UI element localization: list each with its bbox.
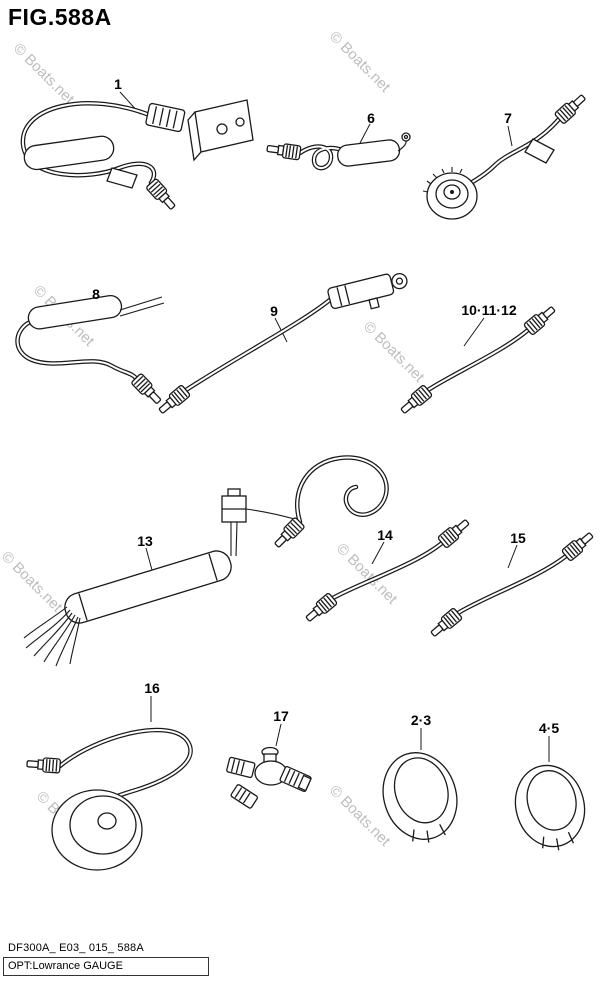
part-10-11-12-drawing [397, 302, 559, 418]
ferrite-sleeve [337, 139, 401, 167]
cable-connector [427, 606, 464, 641]
cable-tag [524, 138, 555, 164]
part-label-7: 7 [504, 110, 512, 126]
part-label-4-5: 4·5 [538, 720, 560, 736]
harness-body [64, 550, 232, 624]
cable-tag [106, 167, 138, 189]
cable-connector [436, 515, 473, 550]
part-label-13: 13 [137, 533, 153, 549]
cable-connector [397, 383, 434, 418]
part-label-15: 15 [510, 530, 526, 546]
part-label-2-3: 2·3 [410, 712, 432, 728]
cable-connector [155, 383, 192, 418]
part-label-9: 9 [270, 303, 278, 319]
part-label-10-11-12: 10·11·12 [461, 302, 517, 318]
cylinder-body [327, 272, 408, 310]
part-7-drawing [422, 91, 589, 220]
bezel-ring [382, 752, 458, 843]
part-13-drawing [23, 455, 389, 667]
part-15-drawing [427, 528, 597, 641]
junction-box [221, 488, 247, 523]
ferrite-sleeve [27, 294, 123, 330]
part-label-14: 14 [377, 527, 393, 543]
part-1-drawing [20, 91, 254, 213]
part-label-1: 1 [114, 76, 122, 92]
drawing-code: DF300A_ E03_ 015_ 588A [8, 942, 144, 954]
cable-connector [265, 140, 302, 161]
cable-connector [25, 756, 62, 774]
harness-wires [23, 606, 81, 667]
bracket-connector [145, 102, 186, 133]
part-14-drawing [302, 515, 473, 626]
figure-title: FIG.588A [8, 4, 112, 30]
mounting-bracket [187, 99, 254, 162]
part-label-6: 6 [367, 110, 375, 126]
ring-terminal [401, 132, 411, 142]
cable-connector [560, 528, 597, 563]
cable-connector [553, 91, 589, 125]
cable-connector [145, 177, 179, 213]
tee-port-right [279, 765, 312, 793]
part-16-drawing [25, 696, 193, 871]
cable-connector [271, 516, 306, 551]
part-17-drawing [226, 723, 312, 809]
tee-port-bottom [230, 784, 259, 809]
cable-connector [302, 591, 339, 626]
part-label-16: 16 [144, 680, 160, 696]
cable-connector [522, 302, 559, 337]
gauge-head [51, 789, 143, 871]
part-2-3-drawing [382, 728, 458, 843]
bezel-ring [514, 764, 586, 851]
tee-port-left [226, 756, 256, 779]
part-6-drawing [265, 123, 411, 171]
part-4-5-drawing [514, 736, 586, 851]
part-9-drawing [155, 272, 408, 418]
part-label-17: 17 [273, 708, 289, 724]
drawing-caption: OPT:Lowrance GAUGE [3, 957, 209, 976]
part-label-8: 8 [92, 286, 100, 302]
cable-connector [130, 372, 165, 408]
round-sensor [422, 167, 478, 220]
part-8-drawing [15, 294, 165, 408]
ferrite-sleeve [23, 135, 115, 171]
